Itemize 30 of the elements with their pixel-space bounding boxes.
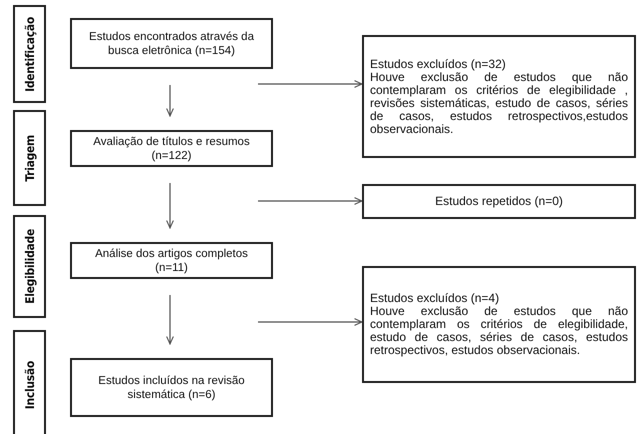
box-text: Análise dos artigos completos (n=11) (94, 246, 249, 274)
box-text: Estudos encontrados através da busca eletrônica (n=154) (88, 30, 255, 58)
phase-band (13, 330, 46, 434)
arrow (258, 80, 363, 88)
phase-label: Identificação (22, 16, 36, 92)
box-text: Houve exclusão de estudos que não contemplaram os critérios de elegibilidade , revisões sistemáticas, estudo de casos, séries de casos, estudos retrospectivos,estudos observacionais. (370, 70, 628, 136)
arrow (258, 197, 363, 205)
arrow (166, 85, 174, 117)
phase-band (13, 110, 46, 206)
phase-band (13, 215, 46, 318)
arrow (166, 295, 174, 345)
phase-band (13, 5, 46, 103)
box-text: Estudos repetidos (n=0) (435, 195, 563, 208)
process-box (70, 358, 273, 417)
box-text: Avaliação de títulos e resumos (n=122) (92, 134, 251, 162)
box-text: Houve exclusão de estudos que não contemplaram os critérios de elegibilidade, estudo de casos, séries de casos, estudos retrospectivos, estudos observacionais. (370, 305, 628, 357)
arrow (166, 183, 174, 229)
box-text: Estudos incluídos na revisão sistemática (n=6) (97, 374, 246, 402)
process-box (70, 18, 273, 69)
process-box (70, 130, 273, 167)
box-heading: Estudos excluídos (n=32) (370, 58, 507, 70)
phase-label: Inclusão (22, 360, 36, 410)
box-heading: Estudos excluídos (n=4) (370, 292, 500, 305)
process-box (70, 242, 273, 279)
exclusion-box (362, 266, 636, 383)
phase-label: Elegibilidade (22, 229, 36, 304)
exclusion-box (362, 184, 636, 219)
arrow (258, 318, 363, 326)
exclusion-box (362, 35, 636, 158)
phase-label: Triagem (22, 134, 36, 182)
